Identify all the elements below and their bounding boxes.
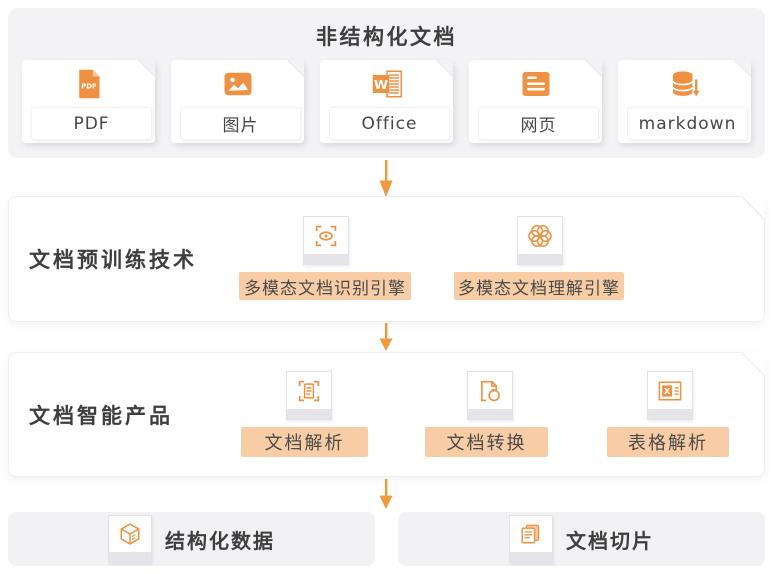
file-card-label: 图片 <box>180 107 301 140</box>
atom-icon <box>525 221 555 251</box>
engine-tag: 多模态文档理解引擎 <box>454 272 624 300</box>
pdf-file-icon <box>71 66 107 102</box>
product-tag: 表格解析 <box>607 427 729 457</box>
engine-icon-box <box>517 216 563 265</box>
file-card-label: markdown <box>627 107 748 140</box>
folded-corner <box>743 352 765 374</box>
output-icon-box <box>509 515 553 563</box>
cube-icon <box>116 520 144 548</box>
scan-eye-icon <box>311 221 341 251</box>
output-label: 结构化数据 <box>165 528 275 553</box>
product-tag: 文档转换 <box>425 427 548 457</box>
output-structured-data: 结构化数据 <box>8 512 375 566</box>
panel-title-pretrain: 文档预训练技术 <box>29 248 197 272</box>
file-card-markdown: markdown <box>618 59 752 143</box>
file-card-label: PDF <box>31 107 152 140</box>
product-icon-box <box>286 371 332 420</box>
table-parse-icon <box>655 376 685 406</box>
arrow-down-icon <box>378 160 394 197</box>
output-doc-slices: 文档切片 <box>398 512 765 566</box>
file-card-webpage: 网页 <box>469 59 603 143</box>
webpage-icon <box>518 66 554 102</box>
product-icon-box <box>647 371 693 420</box>
file-card-label: Office <box>329 107 450 140</box>
arrow-down-icon <box>378 323 394 351</box>
products-panel: 文档智能产品 文档解析 文档转换 表格解析 <box>8 352 765 477</box>
panel-title-products: 文档智能产品 <box>29 403 173 428</box>
pretrain-tech-panel: 文档预训练技术 多模态文档识别引擎 多模态文档理解引擎 <box>8 196 765 322</box>
engine-icon-box <box>303 216 349 265</box>
file-card-image: 图片 <box>171 59 305 143</box>
output-icon-box <box>108 515 152 563</box>
document-scan-icon <box>294 376 324 406</box>
word-document-icon <box>369 66 405 102</box>
product-icon-box <box>467 371 513 420</box>
database-icon <box>667 66 703 102</box>
document-convert-icon <box>475 376 505 406</box>
document-slice-icon <box>517 520 545 548</box>
engine-tag: 多模态文档识别引擎 <box>239 272 411 300</box>
file-card-office: Office <box>320 59 454 143</box>
product-tag: 文档解析 <box>241 427 368 457</box>
folded-corner <box>743 196 765 218</box>
output-label: 文档切片 <box>566 528 654 553</box>
file-card-label: 网页 <box>478 107 599 140</box>
file-card-pdf: PDF <box>22 59 156 143</box>
image-icon <box>220 66 256 102</box>
unstructured-docs-panel: 非结构化文档 PDF 图片 Office 网页 markdown <box>8 8 765 158</box>
arrow-down-icon <box>378 479 394 509</box>
panel-title-unstructured: 非结构化文档 <box>316 25 457 49</box>
